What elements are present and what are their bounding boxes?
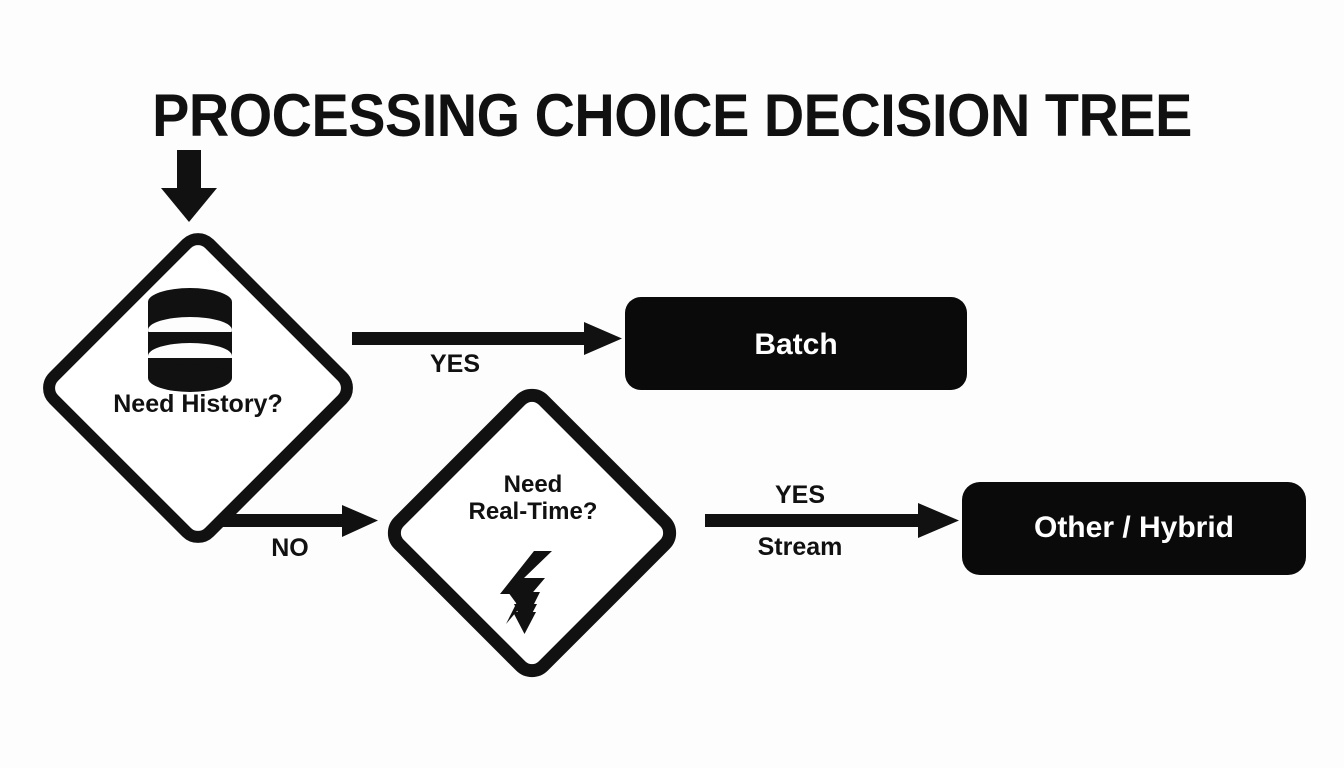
result-node-batch[interactable] — [625, 297, 967, 390]
arrow-yes-to-other-hybrid — [705, 503, 959, 538]
decision-node-need-real-time[interactable] — [387, 388, 677, 678]
decision-node-need-real-time-label: Need Real-Time? — [468, 471, 598, 525]
database-icon — [148, 288, 232, 392]
result-node-other-hybrid[interactable] — [962, 482, 1306, 575]
result-node-batch-label: Batch — [754, 328, 838, 361]
result-node-other-hybrid-label: Other / Hybrid — [1033, 511, 1235, 544]
edge-label-no: NO — [271, 534, 309, 562]
decision-node-need-history[interactable] — [42, 232, 353, 543]
arrow-yes-to-batch — [352, 322, 622, 355]
entry-arrow-icon — [161, 150, 217, 222]
edge-label-stream: Stream — [757, 533, 843, 561]
page-title: PROCESSING CHOICE DECISION TREE — [152, 82, 1192, 149]
decision-node-need-history-label: Need History? — [113, 390, 283, 418]
lightning-bolt-icon — [500, 551, 552, 634]
arrow-no-to-realtime — [222, 505, 378, 537]
edge-label-yes-batch: YES — [429, 350, 481, 378]
edge-label-yes-stream: YES — [774, 481, 826, 509]
